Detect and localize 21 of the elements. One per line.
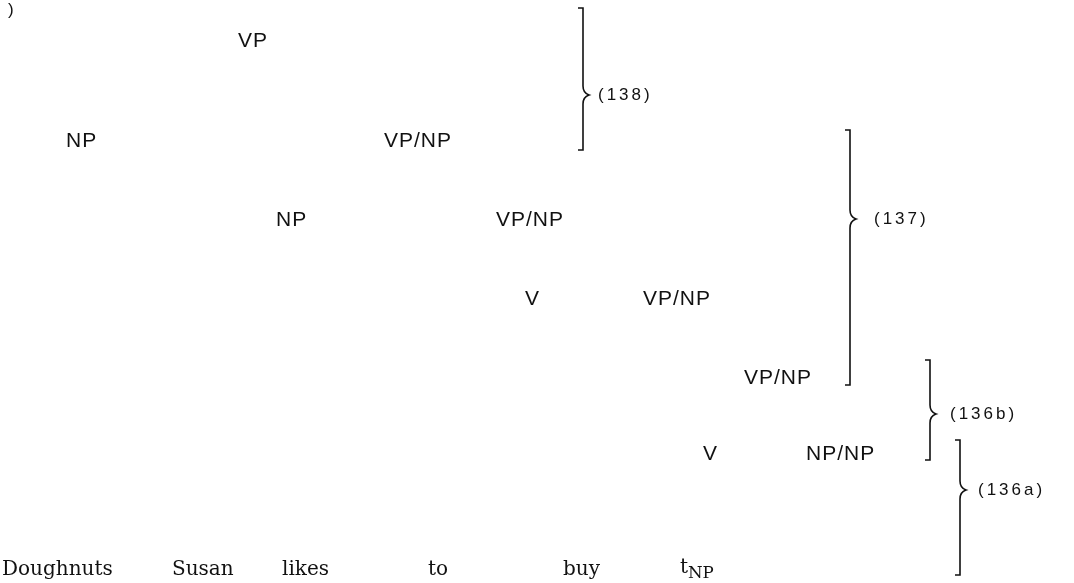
category-label: VP/NP [496,207,565,231]
category-label: V [525,286,540,310]
category-label: VP/NP [643,286,712,310]
category-label: NP [66,128,98,152]
word: to [428,556,449,580]
word: t$_{NP}$ [680,554,714,583]
category-label: NP/NP [806,441,876,465]
rule-number: (136a) [978,479,1046,501]
rule-number: (138) [598,84,653,106]
category-label: VP/NP [744,365,813,389]
rule-number: ) [8,0,17,21]
word: Susan [172,556,234,580]
category-label: V [703,441,718,465]
category-label: VP [238,28,268,52]
category-label: NP [276,207,308,231]
word: Doughnuts [2,556,113,580]
word: likes [282,556,329,580]
rule-number: (137) [874,208,929,230]
category-label: VP/NP [384,128,453,152]
rule-number: (136b) [950,403,1018,425]
word: buy [563,556,600,580]
